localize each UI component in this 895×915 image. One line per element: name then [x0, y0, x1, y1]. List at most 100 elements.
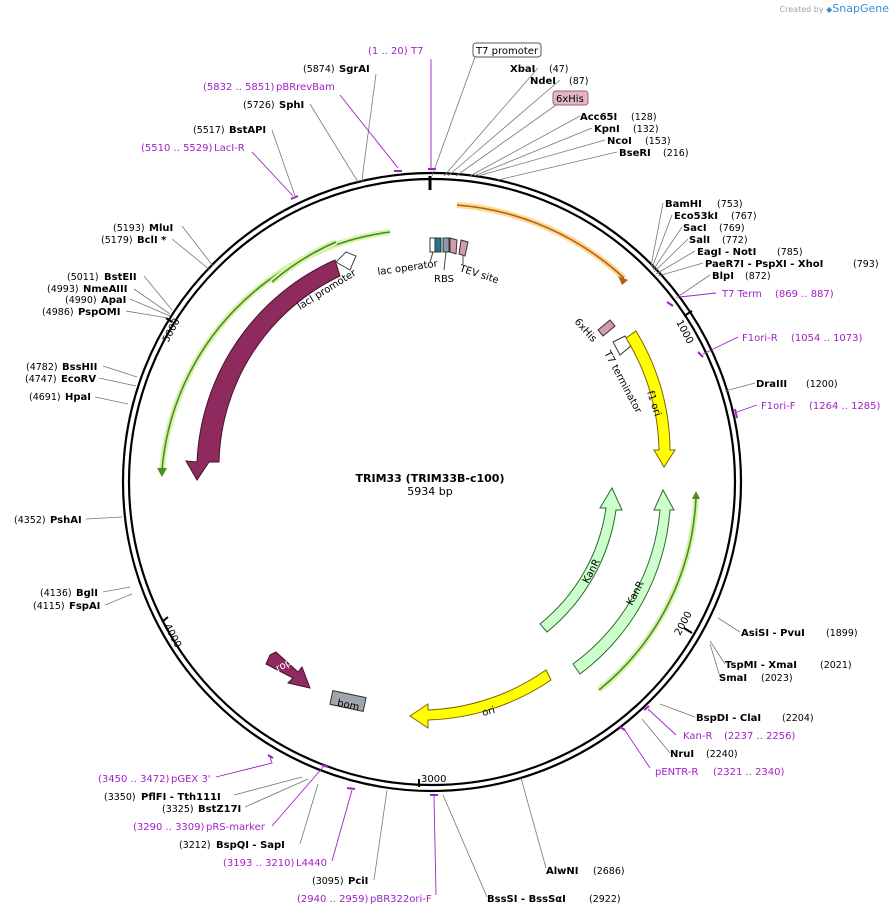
enzyme-nrui[interactable]: NruI [670, 749, 694, 760]
enzyme-pos-pflfi: (3350) [104, 792, 136, 803]
enzyme-alwni[interactable]: AlwNI [546, 866, 579, 877]
enzyme-pos-sgrai: (5874) [303, 64, 335, 75]
kanr-feature-outer[interactable] [572, 488, 675, 675]
orf-arc-insert-glow [456, 202, 627, 281]
enzyme-mlui[interactable]: MluI [149, 223, 173, 234]
enzyme-asisi[interactable]: AsiSI - PvuI [741, 628, 805, 639]
left-enzyme-labels: (5874) SgrAI (5726) SphI (5517) BstAPI (… [14, 64, 370, 887]
enzyme-blpi[interactable]: BlpI [712, 271, 734, 282]
primer-pbr322ori-f[interactable]: pBR322ori-F [370, 894, 432, 905]
plasmid-title: TRIM33 (TRIM33B-c100) [356, 472, 505, 485]
his-tag-leader [455, 104, 557, 177]
kanr-feature-inner[interactable] [539, 486, 623, 633]
primer-f1ori-f[interactable]: F1ori-F [761, 401, 796, 412]
enzyme-bseri[interactable]: BseRI [619, 148, 651, 159]
primer-range-pbrrevbam: (5832 .. 5851) [203, 82, 275, 93]
enzyme-nmeaiii[interactable]: NmeAIII [83, 284, 127, 295]
orf-arc-right-arrow [692, 491, 700, 499]
primer-range-pentr-r: (2321 .. 2340) [713, 767, 785, 778]
enzyme-bsssi[interactable]: BssSI - BssSαI [487, 894, 566, 905]
t7-promoter-callout-text: T7 promoter [475, 46, 539, 57]
enzyme-pos-ecorv: (4747) [25, 374, 57, 385]
enzyme-pflfi[interactable]: PflFI - Tth111I [141, 792, 221, 803]
rop-feature[interactable] [265, 651, 311, 689]
enzyme-draiii[interactable]: DraIII [756, 379, 787, 390]
tev-site-arrow [458, 239, 469, 257]
primer-prs-marker[interactable]: pRS-marker [206, 822, 266, 833]
ori-feature[interactable] [409, 669, 552, 729]
enzyme-smai[interactable]: SmaI [719, 673, 747, 684]
enzyme-bgli[interactable]: BglI [76, 588, 98, 599]
enzyme-kpni[interactable]: KpnI [594, 124, 620, 135]
tick-marks [161, 310, 693, 787]
lac-operator-box [429, 237, 436, 253]
enzyme-pos-bcli: (5179) [101, 235, 133, 246]
enzyme-pos-bspdi: (2204) [782, 713, 814, 724]
enzyme-bamhi[interactable]: BamHI [665, 199, 702, 210]
enzyme-pos-acc65i: (128) [631, 112, 657, 123]
enzyme-bstz17i[interactable]: BstZ17I [198, 804, 241, 815]
primer-range-t7-term: (869 .. 887) [775, 289, 834, 300]
enzyme-acc65i[interactable]: Acc65I [580, 112, 617, 123]
enzyme-bcli[interactable]: BclI * [137, 235, 167, 246]
tick-label-5000: 5000 [161, 317, 183, 345]
enzyme-ncoi[interactable]: NcoI [607, 136, 632, 147]
enzyme-pspomi[interactable]: PspOMI [78, 307, 120, 318]
enzyme-ecorv[interactable]: EcoRV [61, 374, 96, 385]
enzyme-xbai[interactable]: XbaI [510, 64, 535, 75]
primer-pgex3[interactable]: pGEX 3' [171, 774, 211, 785]
primer-range-l4440: (3193 .. 3210) [223, 858, 295, 869]
enzyme-eco53ki[interactable]: Eco53kI [674, 211, 718, 222]
enzyme-bsteii[interactable]: BstEII [104, 272, 137, 283]
enzyme-sphi[interactable]: SphI [279, 100, 304, 111]
primer-range-f1ori-f: (1264 .. 1285) [809, 401, 881, 412]
orf-arc-top [271, 241, 337, 283]
enzyme-pos-ndei: (87) [569, 76, 589, 87]
enzyme-pos-paer7i: (793) [853, 259, 879, 270]
enzyme-pos-bsssi: (2922) [589, 894, 621, 905]
enzyme-bspqi[interactable]: BspQI - SapI [216, 840, 285, 851]
primer-laci-r[interactable]: LacI-R [214, 143, 245, 154]
laci-feature[interactable] [185, 259, 341, 481]
t7-promoter-leader [431, 56, 476, 177]
enzyme-pos-hpai: (4691) [29, 392, 61, 403]
enzyme-bspdi[interactable]: BspDI - ClaI [696, 713, 761, 724]
enzyme-pos-xbai: (47) [549, 64, 569, 75]
enzyme-eagi[interactable]: EagI - NotI [697, 247, 756, 258]
primer-kan-r[interactable]: Kan-R [683, 731, 712, 742]
enzyme-sali[interactable]: SalI [689, 235, 710, 246]
enzyme-paer7i[interactable]: PaeR7I - PspXI - XhoI [705, 259, 823, 270]
his-inner-arrow[interactable] [597, 319, 616, 337]
primer-pentr-r[interactable]: pENTR-R [655, 767, 698, 778]
enzyme-tspmi[interactable]: TspMI - XmaI [725, 660, 797, 671]
enzyme-ndei[interactable]: NdeI [530, 76, 556, 87]
enzyme-sgrai[interactable]: SgrAI [339, 64, 370, 75]
enzyme-saci[interactable]: SacI [683, 223, 707, 234]
primer-pbrrevbam[interactable]: pBRrevBam [276, 82, 335, 93]
enzyme-apai[interactable]: ApaI [101, 295, 126, 306]
enzyme-bstapi[interactable]: BstAPI [229, 125, 266, 136]
f1-ori-feature[interactable] [625, 330, 676, 468]
rbs-leader [443, 251, 447, 271]
enzyme-bsshii[interactable]: BssHII [62, 362, 97, 373]
brand-name: SnapGene [832, 2, 889, 15]
right-enzyme-labels: XbaI (47) NdeI (87) Acc65I (128) KpnI (1… [487, 64, 879, 905]
credit-text: Created by [779, 5, 824, 14]
plasmid-length: 5934 bp [407, 485, 452, 498]
enzyme-fspai[interactable]: FspAI [69, 601, 100, 612]
bom-feature[interactable] [329, 690, 367, 712]
primer-f1ori-r[interactable]: F1ori-R [742, 333, 778, 344]
enzyme-pshai[interactable]: PshAI [50, 515, 82, 526]
enzyme-pcii[interactable]: PciI [348, 876, 368, 887]
tick-label-3000: 3000 [421, 774, 446, 785]
primer-range-f1ori-r: (1054 .. 1073) [791, 333, 863, 344]
primer-t7[interactable]: T7 [410, 46, 423, 57]
enzyme-hpai[interactable]: HpaI [65, 392, 91, 403]
primer-t7-term[interactable]: T7 Term [721, 289, 762, 300]
enzyme-pos-sphi: (5726) [243, 100, 275, 111]
enzyme-pos-pcii: (3095) [312, 876, 344, 887]
tick-label-1000: 1000 [673, 318, 695, 346]
enzyme-pos-apai: (4990) [65, 295, 97, 306]
primer-l4440[interactable]: L4440 [296, 858, 327, 869]
enzyme-pos-alwni: (2686) [593, 866, 625, 877]
